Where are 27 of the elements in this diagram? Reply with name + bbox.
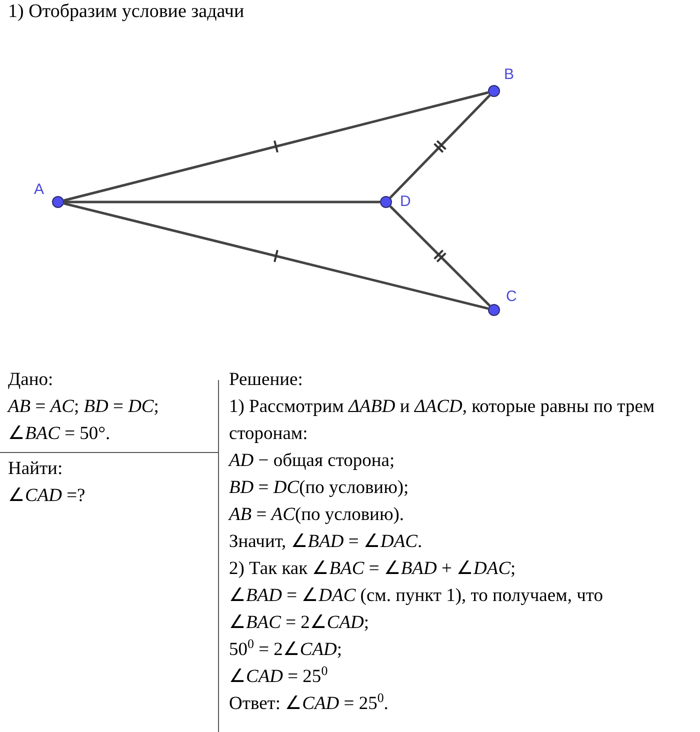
point-label: C bbox=[506, 289, 517, 305]
math-text: 2) Так как ∠BAC = ∠BAD + ∠DAC; bbox=[229, 558, 516, 581]
math-text: Решение: bbox=[229, 369, 303, 392]
math-text: Найти: bbox=[8, 458, 63, 481]
math-text: ∠BAC = 2∠CAD; bbox=[229, 612, 370, 635]
math-text: ∠CAD =? bbox=[8, 485, 86, 508]
heading: 1) Отобразим условие задачи bbox=[8, 0, 244, 24]
math-text: AB = AC(по условию). bbox=[229, 504, 404, 527]
line-segment bbox=[64, 202, 488, 310]
line-segment bbox=[389, 94, 491, 199]
math-text: 1) Рассмотрим ΔABD и ΔACD, которые равны по трем сторонам: bbox=[229, 396, 656, 446]
math-text: ∠CAD = 25$^{0}$ bbox=[229, 664, 328, 689]
math-text: ∠BAC = 50°. bbox=[8, 423, 110, 446]
math-text: BD = DC(по условию); bbox=[229, 477, 409, 500]
point-label: A bbox=[34, 182, 44, 198]
line-segment bbox=[389, 205, 491, 307]
math-text: Дано: bbox=[8, 369, 54, 392]
math-text: 50$^{0}$ = 2∠CAD; bbox=[229, 637, 342, 662]
point-label: D bbox=[400, 194, 411, 210]
math-text: AB = AC; BD = DC; bbox=[8, 396, 159, 419]
line-segment bbox=[64, 200, 380, 204]
math-text: Ответ: ∠CAD = 25$^{0}$. bbox=[229, 691, 388, 716]
point-label: B bbox=[504, 67, 514, 83]
line-segment bbox=[64, 91, 488, 202]
math-text: Значит, ∠BAD = ∠DAC. bbox=[229, 531, 422, 554]
math-text: ∠BAD = ∠DAC (см. пункт 1), то получаем, что bbox=[229, 585, 603, 608]
math-text: AD − общая сторона; bbox=[229, 450, 395, 473]
